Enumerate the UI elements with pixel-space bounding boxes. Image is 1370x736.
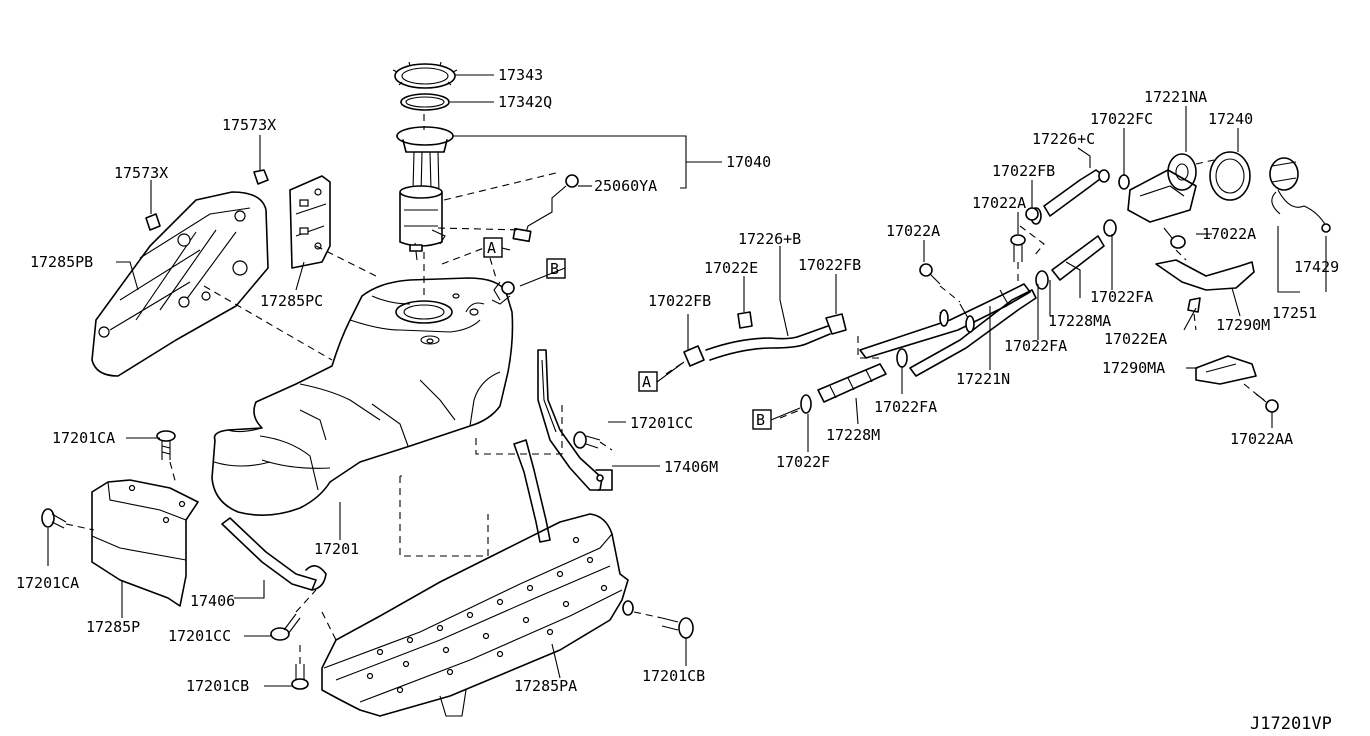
label-17022a-mid: 17022A [972, 194, 1026, 212]
label-25060ya: 25060YA [594, 177, 657, 195]
clip-17022ea [1187, 297, 1201, 313]
label-17251: 17251 [1272, 304, 1317, 322]
heat-shield-17285pb [91, 191, 269, 377]
label-17040: 17040 [726, 153, 771, 171]
bolt-17022a-mid [1010, 234, 1026, 262]
bolt-17201ca-top [156, 430, 176, 460]
label-17226c: 17226+C [1032, 130, 1095, 148]
label-17406m: 17406M [664, 458, 718, 476]
clip-17573x-a [253, 169, 269, 185]
clip-17022fb-top [1025, 207, 1039, 221]
label-17226b: 17226+B [738, 230, 801, 248]
label-17022fa-lower: 17022FA [874, 398, 937, 416]
bolt-17022a-right [1163, 227, 1186, 249]
bolt-17022a-left [919, 263, 941, 285]
filler-neck-17221na [1127, 153, 1197, 223]
label-17573x-a: 17573X [222, 116, 276, 134]
label-17201ca-left: 17201CA [16, 574, 79, 592]
label-17285pa: 17285PA [514, 677, 577, 695]
label-17228m: 17228M [826, 426, 880, 444]
hose-17228ma [1035, 219, 1117, 290]
label-17022fb-top: 17022FB [992, 162, 1055, 180]
fuel-pump-gasket [400, 93, 450, 111]
bracket-17290ma [1195, 355, 1257, 385]
connector-b-right-label: B [756, 411, 765, 429]
label-17201: 17201 [314, 540, 359, 558]
fuel-sender-unit [512, 174, 579, 243]
label-17022fc: 17022FC [1090, 110, 1153, 128]
label-17285p: 17285P [86, 618, 140, 636]
label-17573x-b: 17573X [114, 164, 168, 182]
tank-strap [221, 517, 327, 591]
label-17022a-right: 17022A [1202, 225, 1256, 243]
bolt-17201cb-right [661, 617, 694, 639]
label-17201cb-right: 17201CB [642, 667, 705, 685]
label-17022fa-upper: 17022FA [1090, 288, 1153, 306]
label-17022fb-mid: 17022FB [798, 256, 861, 274]
label-17228ma: 17228MA [1048, 312, 1111, 330]
label-17022fa-mid: 17022FA [1004, 337, 1067, 355]
label-17022ea: 17022EA [1104, 330, 1167, 348]
label-17221n: 17221N [956, 370, 1010, 388]
label-17343: 17343 [498, 66, 543, 84]
clip-17573x-b [145, 213, 161, 231]
label-17406: 17406 [190, 592, 235, 610]
shield-17290m [1155, 259, 1255, 291]
bolt-17201cc-lower [270, 613, 301, 641]
tether-17429 [1321, 223, 1331, 233]
label-17285pc: 17285PC [260, 292, 323, 310]
filler-tube-17221n [859, 283, 1037, 377]
connector-a-top-label: A [487, 239, 496, 257]
label-17290m: 17290M [1216, 316, 1270, 334]
label-17022a-left: 17022A [886, 222, 940, 240]
fuel-pump-lock-ring [392, 61, 458, 89]
label-17022fb-left: 17022FB [648, 292, 711, 310]
connector-a-right: A [638, 371, 658, 392]
skid-plate [321, 513, 629, 717]
nut-skid-right [622, 600, 634, 616]
connector-a-right-label: A [642, 373, 651, 391]
filler-seal-17240 [1209, 151, 1251, 201]
label-17240: 17240 [1208, 110, 1253, 128]
breather-hose-17226b [683, 313, 847, 367]
fuel-cap-17251 [1269, 157, 1327, 227]
label-17201ca-top: 17201CA [52, 429, 115, 447]
heat-shield-17285pc [289, 175, 331, 269]
connector-a-top: A [483, 237, 503, 258]
fuel-tank [211, 277, 514, 516]
fitting-b-right [493, 281, 515, 301]
label-17201cb-lower: 17201CB [186, 677, 249, 695]
heat-shield-17285p [91, 479, 199, 607]
tank-strap-bracket-right [537, 349, 613, 491]
label-17342q: 17342Q [498, 93, 552, 111]
label-17429: 17429 [1294, 258, 1339, 276]
assembly-guide-lines [65, 114, 1267, 664]
label-17201cc-lower: 17201CC [168, 627, 231, 645]
skid-bracket-strip [513, 439, 551, 543]
clip-17022e [737, 311, 753, 329]
skid-plate-holes [366, 536, 608, 694]
bolt-17201cc-upper [573, 431, 601, 449]
connector-b-right: B [752, 409, 772, 430]
connector-b-top-label: B [550, 260, 559, 278]
label-17285pb: 17285PB [30, 253, 93, 271]
label-17201cc-upper: 17201CC [630, 414, 693, 432]
label-17022f: 17022F [776, 453, 830, 471]
label-17221na: 17221NA [1144, 88, 1207, 106]
fuel-pump-module [396, 126, 454, 261]
label-17290ma: 17290MA [1102, 359, 1165, 377]
bolt-17201cb-lower [291, 664, 309, 690]
label-17022e: 17022E [704, 259, 758, 277]
diagram-id: J17201VP [1250, 714, 1332, 734]
label-17022aa: 17022AA [1230, 430, 1293, 448]
part-labels: 17343 17342Q 17040 25060YA 17573X 17573X… [16, 66, 1339, 734]
bolt-17201ca-left [41, 508, 67, 529]
bolt-17022aa [1255, 393, 1279, 413]
leader-lines [47, 74, 1327, 687]
